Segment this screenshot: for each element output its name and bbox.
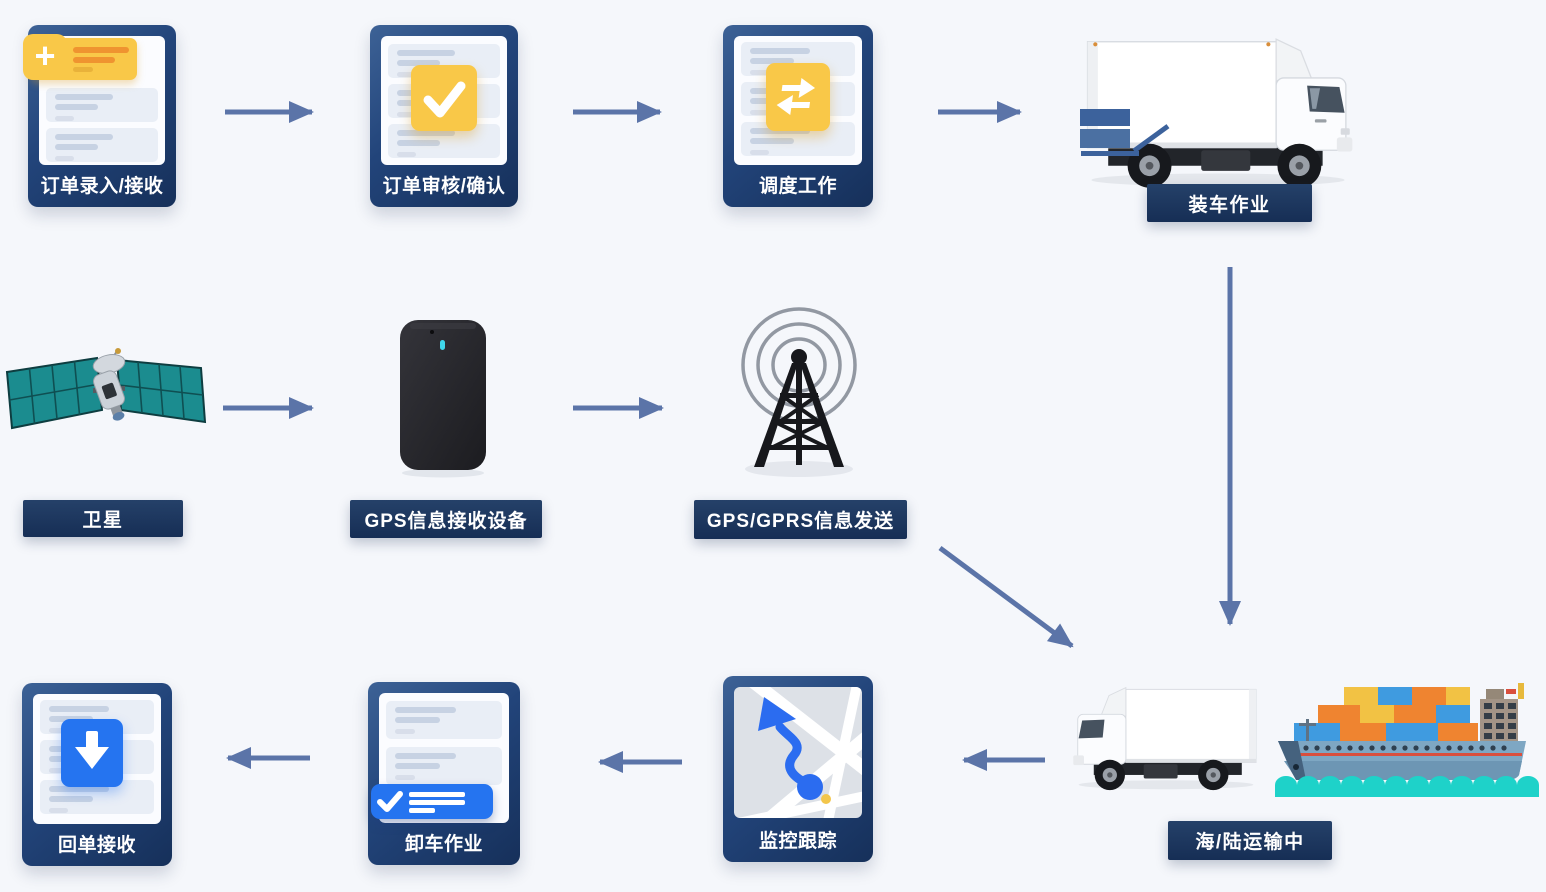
- badge-satellite: 卫星: [23, 500, 183, 537]
- map-panel: [734, 687, 862, 818]
- arrow-tower-to-transport: [938, 545, 1074, 649]
- cargo-ship-illustration: [1275, 683, 1539, 797]
- placeholder-line: [397, 50, 456, 56]
- placeholder-line: [750, 70, 770, 75]
- radio-tower-illustration: [741, 307, 857, 477]
- gps-tracker-device-illustration: [400, 320, 486, 478]
- placeholder-line: [395, 775, 415, 780]
- cargo-box-icon: [1080, 129, 1130, 148]
- badge-gps-sender: GPS/GPRS信息发送: [694, 500, 907, 539]
- route-icon: [758, 697, 831, 804]
- placeholder-line: [49, 728, 69, 733]
- download-arrow-icon: [61, 719, 123, 787]
- placeholder-line: [55, 94, 114, 100]
- placeholder-list-item: [741, 42, 855, 76]
- placeholder-line: [395, 763, 441, 769]
- card-order-entry: + 订单录入/接收: [23, 25, 176, 207]
- card-receipt: 回单接收: [22, 683, 172, 866]
- placeholder-line: [397, 112, 416, 117]
- placeholder-list-item: [40, 780, 154, 814]
- satellite-illustration: [5, 348, 207, 430]
- truck-left-illustration: [1072, 684, 1260, 791]
- placeholder-line: [750, 128, 810, 134]
- card-monitor: 监控跟踪: [723, 676, 873, 862]
- placeholder-list-item: [46, 88, 158, 122]
- placeholder-line: [395, 717, 441, 723]
- placeholder-line: [55, 144, 99, 150]
- placeholder-line: [49, 706, 109, 712]
- placeholder-list-item: [388, 124, 500, 158]
- card-label: 订单录入/接收: [40, 176, 164, 197]
- plus-icon: +: [23, 34, 67, 80]
- badge-transport: 海/陆运输中: [1168, 821, 1332, 860]
- placeholder-line: [49, 808, 69, 813]
- placeholder-line: [73, 67, 93, 72]
- badge-loading: 装车作业: [1147, 184, 1312, 222]
- card-label: 卸车作业: [404, 834, 483, 855]
- placeholder-line: [49, 786, 109, 792]
- document-panel: [381, 36, 507, 165]
- placeholder-line: [750, 110, 770, 115]
- placeholder-line: [397, 140, 441, 146]
- placeholder-list-item: [386, 701, 502, 739]
- card-label: 回单接收: [57, 835, 136, 856]
- placeholder-line: [395, 729, 415, 734]
- placeholder-line: [49, 796, 94, 802]
- new-order-note-icon: +: [23, 34, 137, 80]
- placeholder-line: [55, 156, 74, 161]
- placeholder-line: [409, 800, 465, 805]
- badge-gps-receiver: GPS信息接收设备: [350, 500, 542, 538]
- placeholder-line: [409, 792, 465, 797]
- card-order-review: 订单审核/确认: [370, 25, 518, 207]
- placeholder-line: [73, 47, 129, 53]
- cargo-box-icon: [1080, 109, 1130, 126]
- document-panel: +: [23, 34, 165, 165]
- placeholder-list-item: [46, 128, 158, 162]
- placeholder-line: [55, 134, 114, 140]
- transfer-arrows-icon: [766, 63, 830, 131]
- card-label: 监控跟踪: [758, 831, 837, 852]
- placeholder-line: [397, 72, 416, 77]
- placeholder-list-item: [386, 747, 502, 785]
- placeholder-line: [73, 57, 115, 63]
- check-banner-icon: [371, 784, 493, 819]
- placeholder-line: [395, 707, 456, 713]
- placeholder-line: [750, 58, 795, 64]
- placeholder-line: [397, 130, 456, 136]
- card-dispatch: 调度工作: [723, 25, 873, 207]
- card-unload: 卸车作业: [368, 682, 520, 865]
- card-label: 订单审核/确认: [382, 176, 506, 197]
- check-square-icon: [411, 65, 477, 131]
- placeholder-line: [397, 152, 416, 157]
- placeholder-line: [55, 104, 99, 110]
- placeholder-line: [55, 116, 74, 121]
- placeholder-line: [750, 138, 795, 144]
- placeholder-line: [750, 150, 770, 155]
- placeholder-line: [750, 48, 810, 54]
- loading-ground-line: [1081, 151, 1139, 156]
- placeholder-line: [49, 768, 69, 773]
- card-label: 调度工作: [758, 176, 837, 197]
- placeholder-line: [395, 753, 456, 759]
- placeholder-line: [397, 60, 441, 66]
- placeholder-line: [409, 808, 435, 813]
